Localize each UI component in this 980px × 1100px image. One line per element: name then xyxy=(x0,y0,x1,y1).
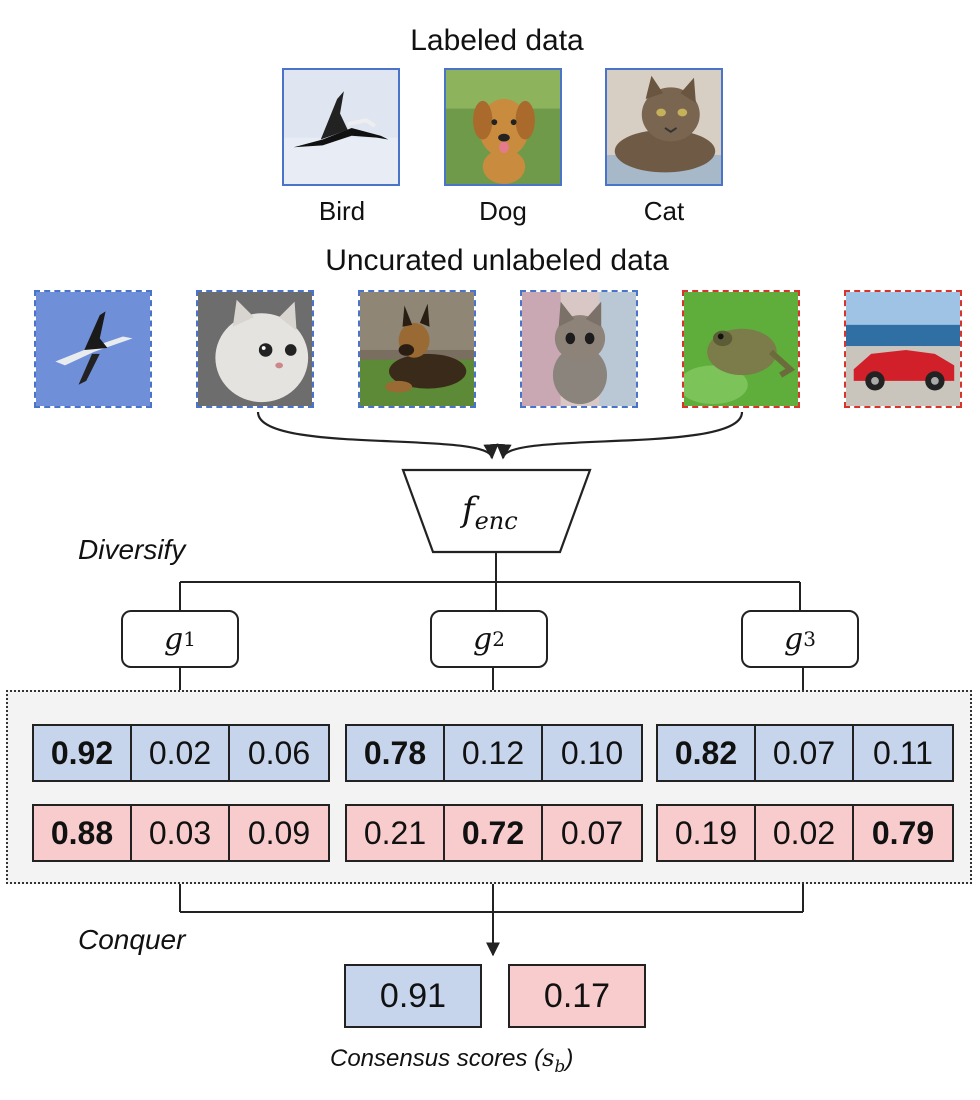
prediction-row-head1-out: 0.88 0.03 0.09 xyxy=(32,804,330,862)
labeled-cat-image xyxy=(605,68,723,186)
cat-photo-icon xyxy=(522,292,636,406)
prediction-row-head3-in: 0.82 0.07 0.11 xyxy=(656,724,954,782)
prob-cell: 0.06 xyxy=(247,734,311,771)
unlabeled-bird-image xyxy=(34,290,152,408)
prob-cell: 0.10 xyxy=(560,734,624,771)
prob-cell: 0.82 xyxy=(658,726,756,780)
unlabeled-kitten-image xyxy=(520,290,638,408)
unlabeled-dog-image xyxy=(358,290,476,408)
encoder-label: fenc xyxy=(462,490,518,535)
cat-photo-icon xyxy=(607,70,721,184)
label-cat: Cat xyxy=(643,196,685,226)
unlabeled-data-heading: Uncurated unlabeled data xyxy=(325,244,669,277)
label-bird: Bird xyxy=(318,196,366,226)
prob-cell: 0.11 xyxy=(873,734,933,771)
diversify-label: Diversify xyxy=(78,534,186,565)
prob-cell: 0.02 xyxy=(756,806,854,860)
unlabeled-frog-image xyxy=(682,290,800,408)
prob-cell: 0.03 xyxy=(132,806,230,860)
labeled-dog-image xyxy=(444,68,562,186)
labeled-data-heading: Labeled data xyxy=(410,24,584,57)
flow-curve-left xyxy=(256,411,499,460)
prob-cell: 0.88 xyxy=(34,806,132,860)
prob-cell: 0.79 xyxy=(871,814,935,851)
prob-cell: 0.12 xyxy=(445,726,543,780)
conquer-label: Conquer xyxy=(78,924,186,955)
unlabeled-car-image xyxy=(844,290,962,408)
cat-photo-icon xyxy=(198,292,312,406)
prob-cell: 0.09 xyxy=(247,814,311,851)
consensus-score-out: 0.17 xyxy=(508,964,646,1028)
bird-photo-icon xyxy=(284,70,398,184)
prediction-row-head2-in: 0.78 0.12 0.10 xyxy=(345,724,643,782)
label-dog: Dog xyxy=(479,196,527,226)
prob-cell: 0.72 xyxy=(445,806,543,860)
flow-curve-right xyxy=(496,411,744,460)
consensus-caption: Consensus scores (sb) xyxy=(330,1044,574,1077)
prob-cell: 0.92 xyxy=(34,726,132,780)
prediction-row-head3-out: 0.19 0.02 0.79 xyxy=(656,804,954,862)
prob-cell: 0.07 xyxy=(560,814,624,851)
labeled-bird-image xyxy=(282,68,400,186)
bird-photo-icon xyxy=(36,292,150,406)
frog-photo-icon xyxy=(684,292,798,406)
prob-cell: 0.19 xyxy=(658,806,756,860)
prob-cell: 0.21 xyxy=(347,806,445,860)
prediction-row-head1-in: 0.92 0.02 0.06 xyxy=(32,724,330,782)
prob-cell: 0.07 xyxy=(756,726,854,780)
prediction-row-head2-out: 0.21 0.72 0.07 xyxy=(345,804,643,862)
unlabeled-cat-white-image xyxy=(196,290,314,408)
dog-photo-icon xyxy=(360,292,474,406)
prob-cell: 0.02 xyxy=(132,726,230,780)
car-photo-icon xyxy=(846,292,960,406)
prob-cell: 0.78 xyxy=(347,726,445,780)
dog-photo-icon xyxy=(446,70,560,184)
consensus-score-in: 0.91 xyxy=(344,964,482,1028)
